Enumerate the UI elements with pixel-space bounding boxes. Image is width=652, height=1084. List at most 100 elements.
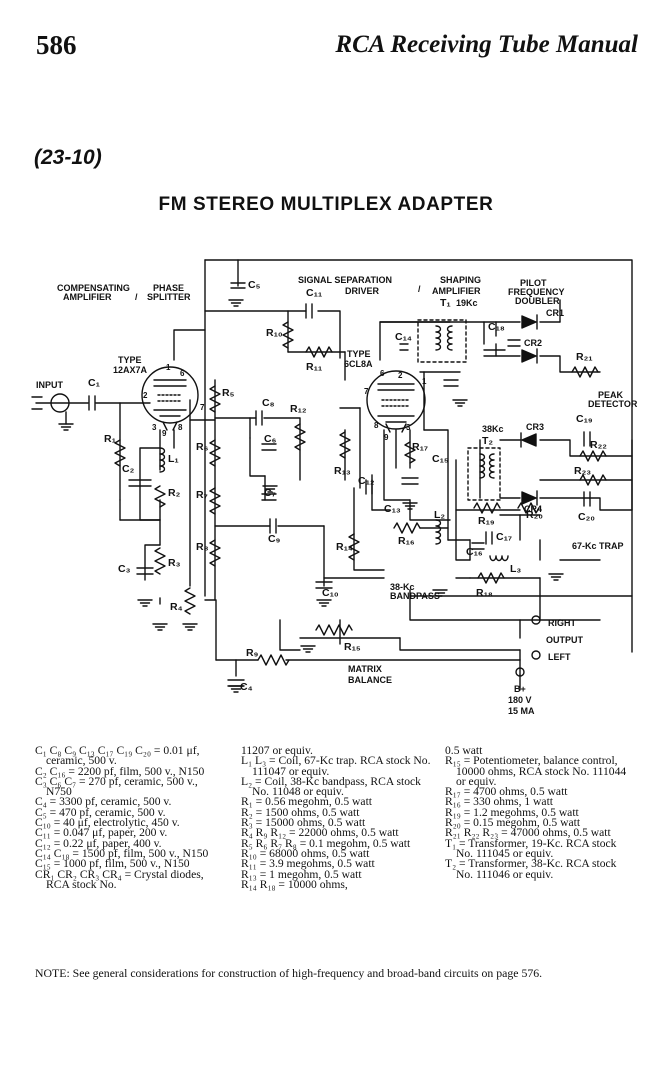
cmp-R8: R₈	[196, 541, 209, 553]
cmp-R16: R₁₆	[398, 535, 415, 547]
cmp-R15: R₁₅	[344, 641, 361, 653]
cmp-R22: R₂₂	[590, 439, 607, 451]
label-input: INPUT	[36, 380, 64, 390]
capacitors	[88, 282, 591, 687]
label-bplus-v: 180 V	[508, 695, 532, 705]
cmp-R17: R₁₇	[412, 441, 428, 453]
running-title: RCA Receiving Tube Manual	[335, 31, 638, 58]
cmp-T2: T₂	[482, 435, 493, 447]
label-type2-num: 6CL8A	[344, 359, 373, 369]
parts-list-entry: C₅ = 470 pf, ceramic, 500 v.	[35, 805, 166, 819]
parts-list-entry: CR₁ CR₂ CR₃ CR₄ = Crystal diodes, RCA st…	[35, 867, 204, 891]
parts-list-entry: 11207 or equiv.	[241, 744, 313, 757]
parts-list-entry: C₂ C₁₆ = 2200 pf, film, 500 v., N150	[35, 764, 205, 778]
label-type1-num: 12AX7A	[113, 365, 148, 375]
pin-label: 1	[422, 377, 427, 386]
parts-column-2: 11207 or equiv.L₁ L₃ = Coil, 67-Kc trap.…	[241, 744, 437, 891]
parts-list-entry: C₁ C₈ C₉ C₁₃ C₁₇ C₁₉ C₂₀ = 0.01 μf, cera…	[35, 744, 200, 768]
parts-list-entry: R₁₀ = 68000 ohms, 0.5 watt	[241, 846, 370, 860]
cmp-C11: C₁₁	[306, 287, 322, 299]
cmp-R4: R₄	[170, 601, 183, 613]
cmp-C19: C₁₉	[576, 413, 593, 425]
pin-label: 3	[152, 423, 157, 432]
parts-list-entry: R₃ = 15000 ohms, 0.5 watt	[241, 816, 366, 830]
resistors	[114, 321, 607, 666]
parts-list-entry: R₁₁ = 3.9 megohms, 0.5 watt	[241, 857, 375, 871]
parts-list-entry: C₃ C₆ C₇ = 270 pf, ceramic, 500 v., N750	[35, 774, 198, 799]
cmp-R13: R₁₃	[334, 465, 351, 477]
parts-list-entry: C₁₄ C₁₈ = 1500 pf, film, 500 v., N150	[35, 846, 209, 860]
pin-label: 8	[178, 423, 183, 432]
footnote: NOTE: See general considerations for con…	[35, 966, 543, 980]
label-comp-amp-2: AMPLIFIER	[63, 292, 112, 302]
cmp-R23: R₂₃	[574, 465, 591, 477]
pin-label: 8	[374, 421, 379, 430]
label-output: OUTPUT	[546, 635, 584, 645]
label-doubler: DOUBLER	[515, 296, 560, 306]
label-balance: BALANCE	[348, 675, 392, 685]
page-number: 586	[36, 30, 77, 60]
label-phase: PHASE	[153, 283, 184, 293]
label-amplifier: AMPLIFIER	[432, 286, 481, 296]
label-left: LEFT	[548, 652, 571, 662]
parts-list-entry: L₁ L₃ = Coil, 67-Kc trap. RCA stock No. …	[241, 754, 431, 778]
parts-list-entry: C₁₁ = 0.047 μf, paper, 200 v.	[35, 826, 168, 840]
parts-list-entry: C₄ = 3300 pf, ceramic, 500 v.	[35, 795, 172, 809]
cmp-C7: C₇	[264, 487, 276, 499]
figure-number: (23-10)	[34, 146, 102, 169]
pin-label: 9	[384, 433, 389, 442]
label-bplus-ma: 15 MA	[508, 706, 535, 716]
label-slash-2: /	[418, 284, 421, 294]
label-matrix: MATRIX	[348, 664, 382, 674]
cmp-CR1: CR1	[546, 308, 564, 318]
parts-list-entry: R₂₁ R₂₂ R₂₃ = 47000 ohms, 0.5 watt	[445, 826, 611, 840]
parts-list-entry: R₂₀ = 0.15 megohm, 0.5 watt	[445, 816, 581, 830]
cmp-C2: C₂	[122, 463, 135, 475]
wiring	[35, 259, 633, 691]
pin-label: 6	[380, 369, 385, 378]
coils	[159, 319, 509, 562]
label-type1: TYPE	[118, 355, 142, 365]
label-t1-freq: 19Kc	[456, 298, 478, 308]
parts-column-1: C₁ C₈ C₉ C₁₃ C₁₇ C₁₉ C₂₀ = 0.01 μf, cera…	[35, 744, 223, 891]
cmp-C14: C₁₄	[395, 331, 412, 343]
cmp-R21: R₂₁	[576, 351, 593, 363]
schematic-diagram: COMPENSATING AMPLIFIER / PHASE SPLITTER …	[31, 259, 638, 716]
input-connector	[31, 393, 70, 413]
label-shaping: SHAPING	[440, 275, 481, 285]
label-type2: TYPE	[347, 349, 371, 359]
label-t2-freq: 38Kc	[482, 424, 504, 434]
cmp-C5: C₅	[248, 279, 261, 291]
label-bplus: B+	[514, 684, 526, 694]
cmp-C6: C₆	[264, 433, 277, 445]
schematic-labels: COMPENSATING AMPLIFIER / PHASE SPLITTER …	[36, 275, 638, 716]
pin-label: 1	[166, 363, 171, 372]
parts-list-entry: R₁₉ = 1.2 megohms, 0.5 watt	[445, 805, 579, 819]
cmp-C18: C₁₈	[488, 321, 505, 333]
cmp-R6: R₆	[196, 441, 209, 453]
cmp-C12: C₁₂	[358, 475, 375, 487]
pin-label: 7	[364, 387, 369, 396]
parts-list-entry: L₂ = Coil, 38-Kc bandpass, RCA stock No.…	[241, 774, 421, 799]
cmp-C10: C₁₀	[322, 587, 339, 599]
parts-list-entry: R₁ = 0.56 megohm, 0.5 watt	[241, 795, 373, 809]
parts-list-entry: R₁₆ = 330 ohms, 1 watt	[445, 795, 554, 809]
parts-list-entry: C₁₀ = 40 μf, electrolytic, 450 v.	[35, 816, 180, 830]
cmp-C9: C₉	[268, 533, 281, 545]
parts-list-entry: 0.5 watt	[445, 744, 483, 757]
output-jacks	[515, 615, 541, 677]
pin-label: 7	[200, 403, 205, 412]
label-signal-sep: SIGNAL SEPARATION	[298, 275, 392, 285]
pin-label: 2	[143, 391, 148, 400]
cmp-CR3: CR3	[526, 422, 544, 432]
parts-list-entry: R₁₇ = 4700 ohms, 0.5 watt	[445, 785, 568, 799]
cmp-R19: R₁₉	[478, 515, 495, 527]
cmp-R10: R₁₀	[266, 327, 283, 339]
cmp-R2: R₂	[168, 487, 181, 499]
cmp-C8: C₈	[262, 397, 275, 409]
cmp-R18: R₁₈	[476, 587, 493, 599]
cmp-C4: C₄	[240, 681, 253, 693]
label-frequency: FREQUENCY	[508, 287, 565, 297]
cmp-R3: R₃	[168, 557, 181, 569]
